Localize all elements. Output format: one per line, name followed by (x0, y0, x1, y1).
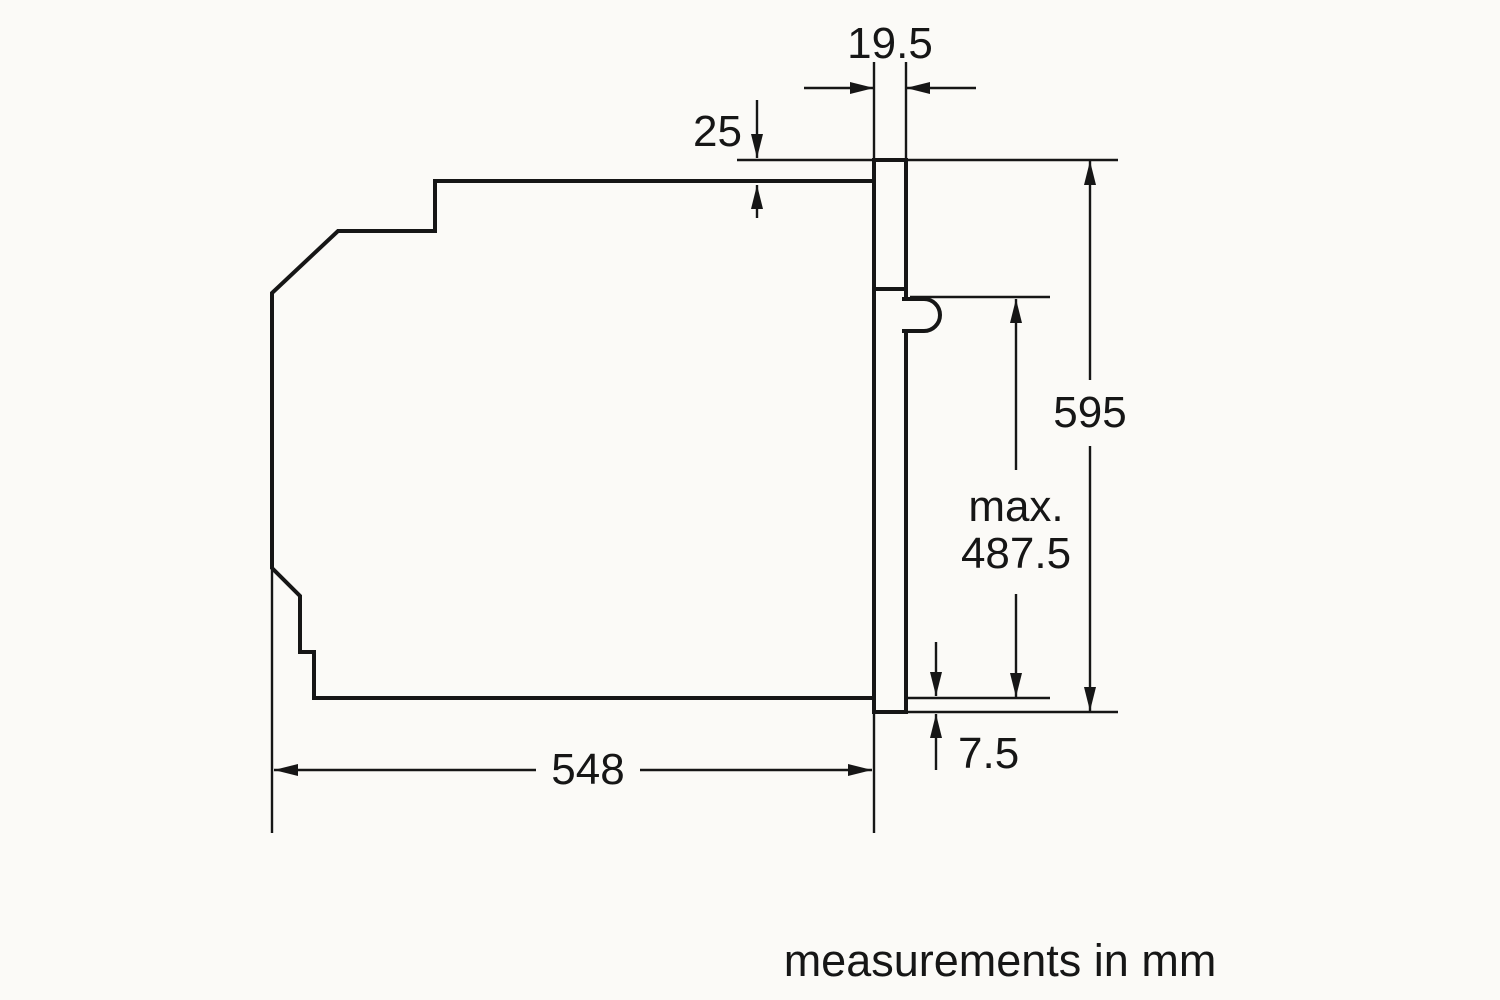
control-knob-icon (902, 297, 943, 333)
dim-top-recess: 25 (693, 100, 763, 218)
dim-595-label: 595 (1053, 388, 1126, 437)
dim-front-height: 595 (1053, 161, 1127, 711)
dim-487-max-label: max. (968, 482, 1063, 531)
dim-knob-max-height: max. 487.5 (961, 299, 1071, 697)
oven-outline (270, 158, 943, 714)
extension-lines (270, 62, 1118, 833)
dim-19-5-label: 19.5 (847, 19, 933, 68)
oven-door-panel (872, 158, 908, 714)
dim-bottom-overhang: 7.5 (930, 642, 1019, 778)
oven-body-profile (270, 179, 874, 700)
dim-door-thickness: 19.5 (804, 19, 976, 94)
dim-7-5-label: 7.5 (958, 729, 1019, 778)
dim-487-value-label: 487.5 (961, 529, 1071, 578)
dim-body-depth: 548 (274, 745, 872, 794)
units-note: measurements in mm (784, 935, 1217, 986)
dim-25-label: 25 (693, 107, 742, 156)
dim-548-label: 548 (551, 745, 624, 794)
